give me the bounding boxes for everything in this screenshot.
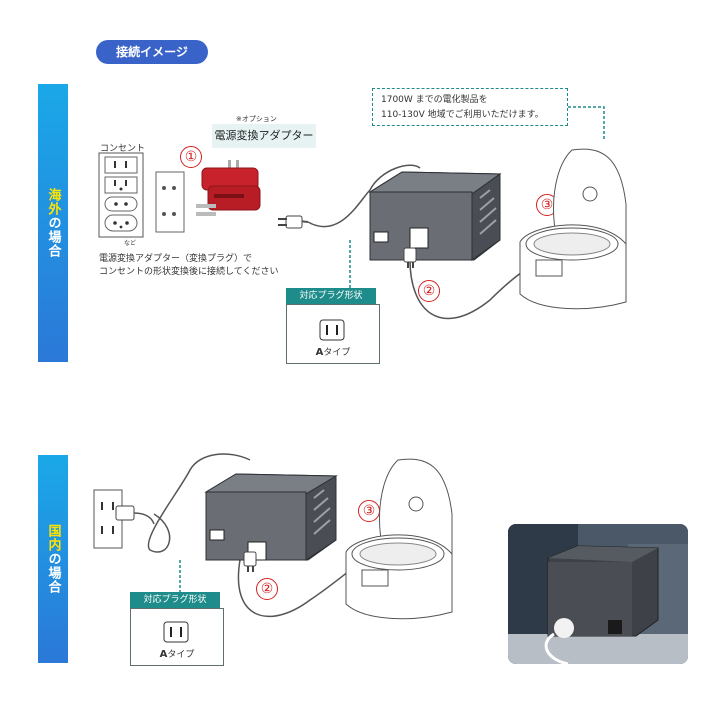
power-adapter-icon bbox=[196, 160, 261, 216]
plug-connector bbox=[349, 240, 351, 290]
step-1-badge: ① bbox=[180, 146, 202, 168]
step-2-badge: ② bbox=[418, 280, 440, 302]
plug-icon-2 bbox=[403, 247, 417, 268]
section-title: 接続イメージ bbox=[96, 40, 208, 64]
adapter-caption-line1: 電源変換アダプター（変換プラグ）で bbox=[99, 254, 253, 264]
outlet-etc-label: など bbox=[124, 240, 137, 247]
domestic-type-a-outlet-icon bbox=[163, 621, 189, 643]
domestic-plug-type-tag: 対応プラグ形状 bbox=[130, 592, 220, 609]
outlet-label: コンセント bbox=[100, 144, 146, 154]
domestic-plug-connector bbox=[179, 560, 181, 596]
domestic-plug-type-name: Aタイプ bbox=[159, 649, 195, 660]
note-connector bbox=[568, 106, 605, 140]
overseas-plug-type-panel: 対応プラグ形状 Aタイプ bbox=[286, 288, 380, 364]
domestic-band-label: 国内の場合 bbox=[45, 524, 61, 594]
product-photo-scene bbox=[508, 524, 688, 664]
capacity-note: 1700W までの電化製品を 110-130V 地域でご利用いただけます。 bbox=[372, 88, 568, 126]
domestic-step-3-badge: ③ bbox=[358, 500, 380, 522]
product-photo bbox=[508, 524, 688, 664]
plug-icon bbox=[278, 215, 303, 229]
plug-domestic-icon bbox=[243, 551, 257, 572]
option-note: ※オプション bbox=[236, 115, 277, 123]
domestic-plug-type-panel: 対応プラグ形状 Aタイプ bbox=[130, 592, 224, 668]
rice-cooker-icon bbox=[519, 148, 627, 310]
overseas-band-label: 海外の場合 bbox=[45, 188, 61, 258]
plug-type-box: Aタイプ bbox=[286, 304, 380, 364]
domestic-step-2-badge: ② bbox=[256, 578, 278, 600]
adapter-label: 電源変換アダプター bbox=[212, 124, 316, 148]
overseas-band: 海外の場合 bbox=[38, 84, 68, 362]
rice-cooker-domestic-icon bbox=[345, 458, 453, 620]
adapter-caption-line2: コンセントの形状変換後に接続してください bbox=[99, 267, 279, 277]
transformer-domestic-icon bbox=[204, 473, 338, 561]
domestic-band: 国内の場合 bbox=[38, 455, 68, 663]
wall-outlet-domestic-icon bbox=[93, 489, 155, 549]
outlet-types-icon bbox=[98, 152, 144, 238]
domestic-plug-type-box: Aタイプ bbox=[130, 608, 224, 666]
type-a-outlet-icon bbox=[319, 319, 345, 341]
step-3-badge: ③ bbox=[536, 194, 558, 216]
transformer-icon bbox=[368, 171, 502, 261]
plug-type-tag: 対応プラグ形状 bbox=[286, 288, 376, 305]
wall-outlet-icon bbox=[155, 171, 185, 233]
plug-type-name: Aタイプ bbox=[315, 347, 351, 358]
